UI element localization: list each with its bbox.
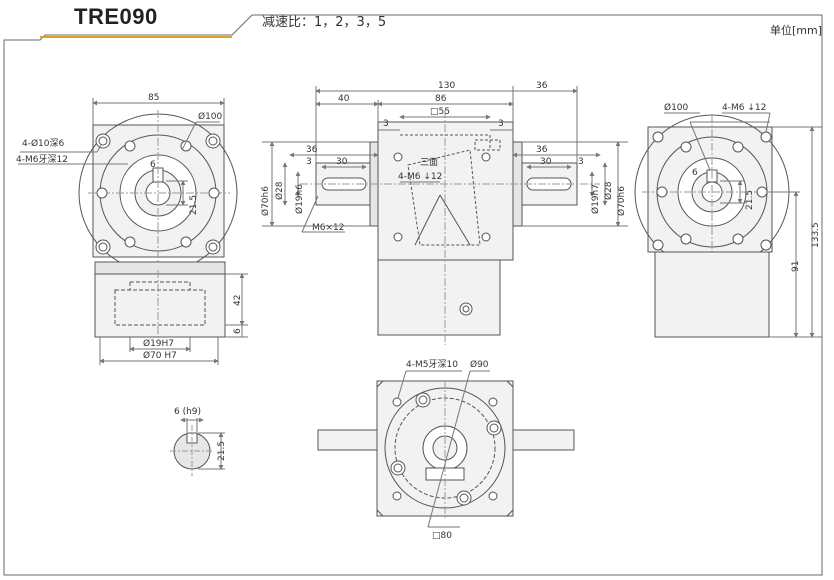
key-detail: 6 (h9) 21.5 — [170, 407, 227, 476]
dim-front-total: 130 — [438, 81, 455, 91]
right-bolt-holes — [656, 141, 768, 245]
dim-front-36-right: 36 — [536, 145, 548, 155]
dim-front-40: 40 — [338, 94, 350, 104]
dim-key-height: 21.5 — [217, 441, 227, 461]
front-lower-body — [377, 259, 501, 336]
dim-right-pcd: Ø100 — [664, 102, 689, 113]
bottom-shaft-right — [509, 429, 575, 451]
title-block — [3, 14, 823, 576]
unit-label: 单位[mm] — [770, 24, 823, 37]
dim-left-bore1: Ø19H7 — [143, 338, 174, 349]
dim-front-sq55: □55 — [430, 107, 450, 117]
dim-front-phi19-right: Ø19h7 — [590, 184, 601, 214]
ratio-label: 减速比：1，2，3，5 — [262, 15, 387, 30]
dim-front-3a: 3 — [383, 119, 389, 129]
dim-left-holes1: 4-Ø10深6 — [22, 138, 65, 149]
dim-left-h2: 6 — [233, 328, 243, 334]
dim-bottom-holes: 4-M5牙深10 — [406, 359, 458, 370]
dim-left-bore2: Ø70 H7 — [143, 350, 177, 361]
dim-bottom-pcd: Ø90 — [470, 359, 489, 370]
model-title: TRE090 — [74, 4, 158, 29]
dim-front-m6x12: M6×12 — [312, 223, 344, 233]
dim-front-3c: 3 — [306, 157, 312, 167]
dim-right-holes: 4-M6 ↓12 — [722, 103, 766, 113]
bottom-bolt-holes — [390, 392, 502, 506]
dim-right-h1: 133.5 — [811, 222, 821, 248]
dim-right-key: 6 — [692, 168, 698, 178]
dim-left-key: 6 — [150, 160, 156, 170]
dim-left-h1: 42 — [233, 295, 243, 306]
dim-front-phi70-right: Ø70h6 — [616, 186, 627, 216]
dim-front-phi28-right: Ø28 — [603, 181, 614, 200]
dim-bottom-sq80: □80 — [432, 531, 452, 541]
front-bolt-holes — [393, 152, 491, 242]
dim-front-phi70-left: Ø70h6 — [260, 186, 271, 216]
dim-left-width: 85 — [148, 93, 159, 103]
dim-front-m6: 4-M6 ↓12 — [398, 172, 442, 182]
dim-front-36-left: 36 — [306, 145, 318, 155]
right-view: Ø100 4-M6 ↓12 6 21.5 133.5 91 — [634, 102, 822, 338]
dim-left-pcd: Ø100 — [198, 111, 223, 122]
dim-front-phi19-left: Ø19h6 — [294, 184, 305, 214]
dim-right-keyh: 21.5 — [745, 190, 755, 210]
left-view: 85 Ø100 4-Ø10深6 4-M6牙深12 6 21.5 42 6 Ø19 — [16, 93, 248, 365]
right-lower-body — [654, 251, 770, 338]
front-view: 130 40 86 36 □55 3 3 36 36 30 3 30 3 — [260, 81, 628, 345]
left-bolt-holes — [96, 140, 220, 248]
dim-front-36-top: 36 — [536, 81, 548, 91]
dim-front-phi28-left: Ø28 — [274, 181, 285, 200]
dim-front-3sides: 三面 — [420, 157, 438, 168]
dim-front-30-left: 30 — [336, 157, 348, 167]
bottom-view: 4-M5牙深10 Ø90 □80 — [317, 359, 575, 541]
left-corner-holes — [95, 133, 221, 255]
dim-front-3b: 3 — [498, 119, 504, 129]
dim-key-width: 6 (h9) — [174, 407, 201, 417]
dim-front-3d: 3 — [578, 157, 584, 167]
bottom-shaft-left — [317, 429, 383, 451]
dim-left-holes2: 4-M6牙深12 — [16, 154, 68, 165]
dim-front-30-right: 30 — [540, 157, 552, 167]
dim-front-86: 86 — [435, 94, 447, 104]
dim-right-h2: 91 — [791, 261, 801, 272]
dim-left-keyh: 21.5 — [189, 195, 199, 215]
